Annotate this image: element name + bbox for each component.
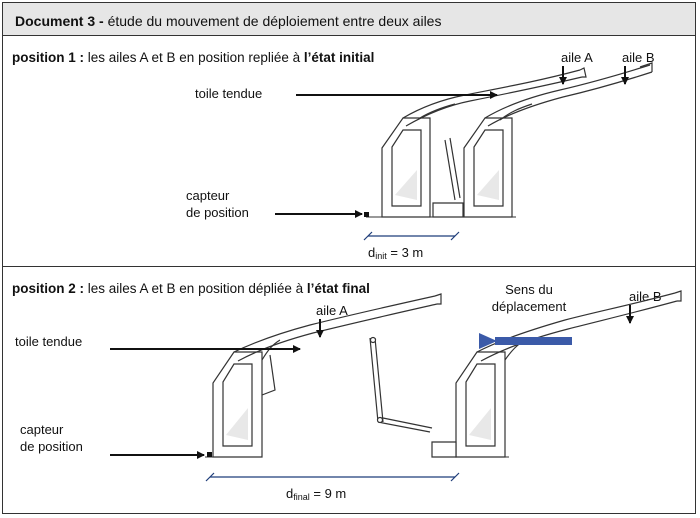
position2-folding-arm xyxy=(369,336,457,458)
position2-toile-label: toile tendue xyxy=(15,334,83,349)
position2-wing-a-label: aile A xyxy=(316,303,348,318)
position2-wing-a xyxy=(212,293,442,458)
position1-sensor-label: capteur de position xyxy=(186,188,249,220)
position2-dimension-label: dfinal = 9 m xyxy=(286,486,347,502)
position2-sensor-marker xyxy=(207,452,212,457)
position2-sensor-label: capteur de position xyxy=(20,422,83,454)
position2-wing-b-label: aile B xyxy=(629,289,662,304)
position1-dimension-line xyxy=(363,231,460,241)
position1-toile-label: toile tendue xyxy=(195,86,263,101)
direction-label: Sens du déplacement xyxy=(491,282,567,314)
position1-wing-b-label: aile B xyxy=(622,50,655,65)
section-divider xyxy=(3,266,695,267)
document-title: Document 3 - étude du mouvement de déplo… xyxy=(15,13,442,29)
position1-wing-a xyxy=(381,67,587,218)
position1-wing-a-label: aile A xyxy=(561,50,593,65)
document-header: Document 3 - étude du mouvement de déplo… xyxy=(3,3,695,36)
position2-dimension-line xyxy=(205,472,460,482)
document-frame xyxy=(2,2,696,514)
position1-dimension-label: dinit = 3 m xyxy=(368,245,424,261)
position1-title: position 1 : les ailes A et B en positio… xyxy=(12,50,375,65)
position2-title: position 2 : les ailes A et B en positio… xyxy=(12,281,370,296)
position1-sensor-marker xyxy=(364,212,369,217)
position2-wing-b xyxy=(455,290,682,458)
position1-wing-b xyxy=(432,62,653,218)
